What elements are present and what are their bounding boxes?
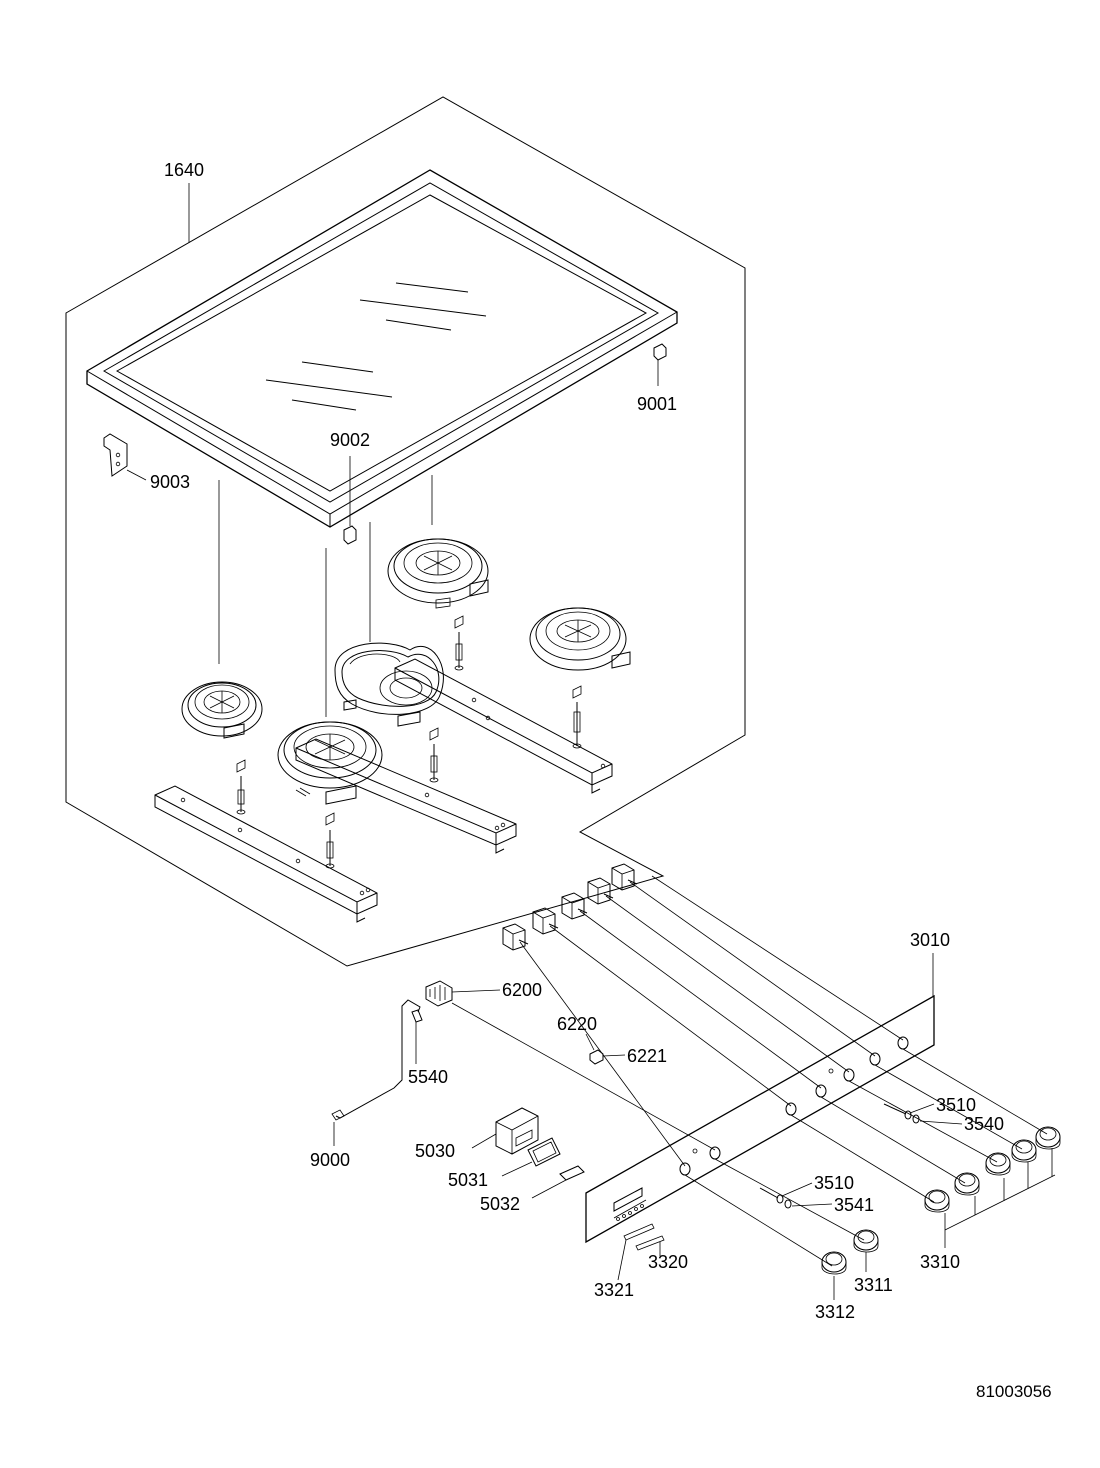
support-rail-middle: [295, 738, 517, 854]
spindle-upper: 3510 3540: [883, 1095, 1004, 1134]
svg-text:5540: 5540: [408, 1067, 448, 1087]
knob-3310-4: [1011, 1139, 1037, 1163]
support-rail-right: [394, 658, 613, 794]
label-3310: 3310: [920, 1148, 1056, 1272]
svg-text:6200: 6200: [502, 980, 542, 1000]
cable-5540: 5540: [335, 999, 448, 1119]
svg-text:3312: 3312: [815, 1302, 855, 1322]
knob-3310-2: [954, 1172, 980, 1196]
svg-text:5032: 5032: [480, 1194, 520, 1214]
screw-5: [572, 685, 582, 749]
timer-cover-5032: 5032: [480, 1165, 585, 1214]
energy-regulators: [502, 863, 638, 951]
document-number: 81003056: [976, 1382, 1052, 1401]
svg-text:5030: 5030: [415, 1141, 455, 1161]
knob-3310-5: [1035, 1126, 1061, 1150]
timer-gasket-5031: 5031: [448, 1137, 561, 1190]
heating-element-rear-right: [529, 607, 631, 671]
spindle-lower: 3510 3541: [759, 1173, 874, 1215]
knob-3310-1: [924, 1189, 950, 1213]
regulator-3: [561, 892, 588, 920]
earth-screw-9000: 9000: [310, 1109, 350, 1170]
projection-lines: [451, 875, 1048, 1267]
regulator-1: [502, 923, 529, 951]
svg-text:3510: 3510: [936, 1095, 976, 1115]
heating-element-front-big: [277, 721, 383, 805]
terminal-block-6200: 6200: [425, 980, 542, 1007]
label-3311: 3311: [854, 1252, 893, 1295]
svg-text:1640: 1640: [164, 160, 204, 180]
screw-1: [236, 759, 246, 815]
guide-lines: [218, 475, 433, 717]
screw-4: [454, 615, 464, 671]
svg-text:6220: 6220: [557, 1014, 597, 1034]
label-3312: 3312: [815, 1276, 855, 1322]
svg-text:5031: 5031: [448, 1170, 488, 1190]
screw-2: [325, 812, 335, 869]
svg-text:3541: 3541: [834, 1195, 874, 1215]
svg-text:3321: 3321: [594, 1280, 634, 1300]
support-rail-left: [154, 785, 378, 923]
knobs: [821, 1126, 1061, 1275]
svg-text:9001: 9001: [637, 394, 677, 414]
svg-text:9000: 9000: [310, 1150, 350, 1170]
part-3320: 3320: [635, 1235, 688, 1272]
timer-buttons: [616, 1204, 644, 1221]
part-3321: 3321: [594, 1223, 655, 1300]
svg-text:3311: 3311: [854, 1275, 893, 1295]
bracket-9002: 9002: [330, 430, 370, 545]
heating-element-oval-dual: [334, 642, 444, 727]
heating-element-rear-left: [387, 538, 489, 609]
svg-text:3510: 3510: [814, 1173, 854, 1193]
svg-text:6221: 6221: [627, 1046, 667, 1066]
regulator-5: [611, 863, 638, 891]
svg-text:3320: 3320: [648, 1252, 688, 1272]
fixing-screws: [236, 615, 582, 869]
timer-5030: 5030: [415, 1107, 539, 1161]
cooktop-glass-1640: [86, 169, 678, 528]
control-panel-3010: 3010: [585, 930, 950, 1244]
knob-3310-3: [985, 1152, 1011, 1176]
svg-text:9003: 9003: [150, 472, 190, 492]
heating-element-front-left: [181, 681, 263, 739]
label-1640: 1640: [164, 160, 204, 243]
regulator-4: [587, 877, 614, 905]
svg-text:3010: 3010: [910, 930, 950, 950]
knob-3311: [853, 1229, 879, 1253]
pilot-lamp-6220: 6220 6221: [557, 1014, 667, 1066]
bracket-9001: 9001: [637, 343, 677, 414]
svg-text:9002: 9002: [330, 430, 370, 450]
assembly-boundary: [65, 96, 746, 967]
knob-3312: [821, 1251, 847, 1275]
svg-text:3310: 3310: [920, 1252, 960, 1272]
bracket-9003: 9003: [103, 433, 190, 492]
svg-text:81003056: 81003056: [976, 1382, 1052, 1401]
screw-3: [429, 727, 439, 783]
svg-text:3540: 3540: [964, 1114, 1004, 1134]
